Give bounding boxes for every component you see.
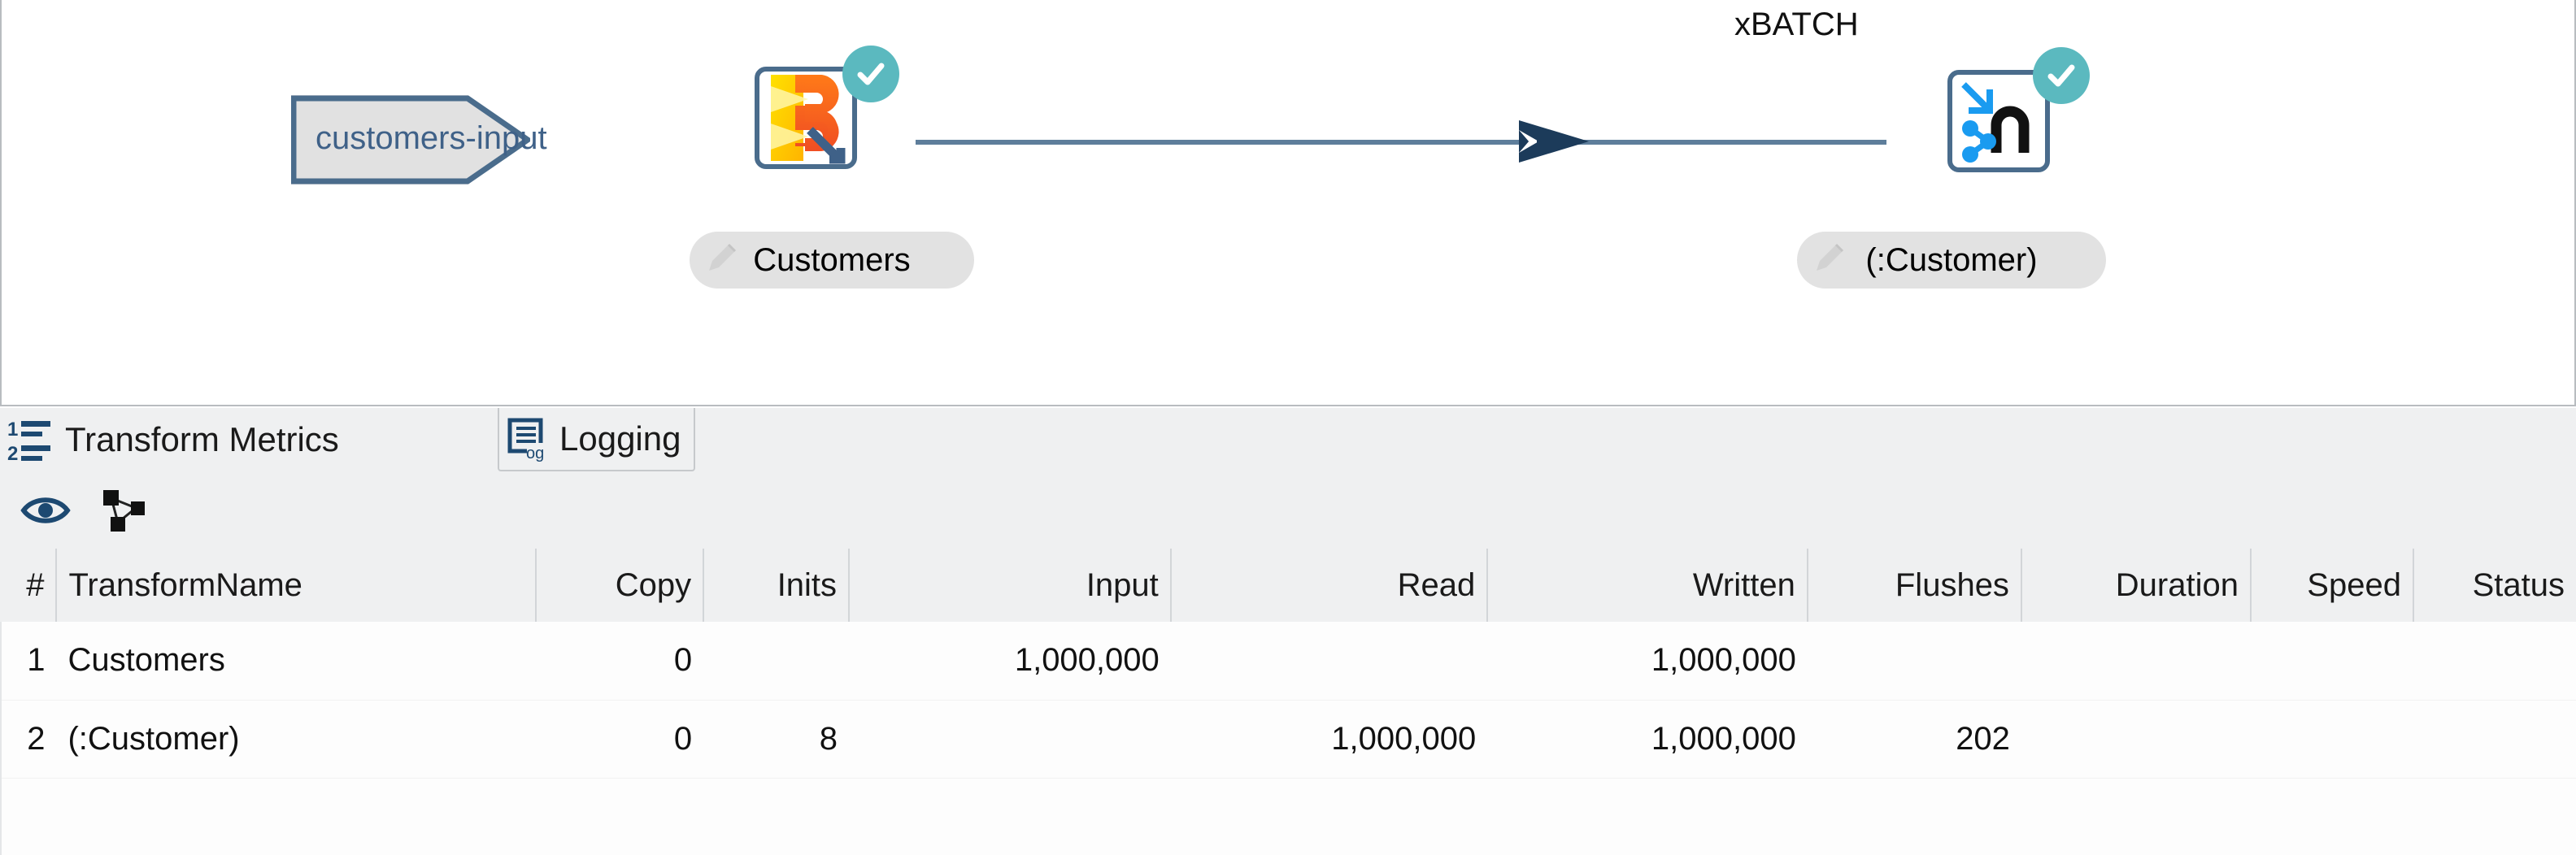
table-header-speed[interactable]: Speed [2251, 549, 2414, 622]
cell-copy: 0 [535, 700, 704, 779]
cell-written: 1,000,000 [1487, 622, 1808, 701]
cell-transform_name: (:Customer) [56, 700, 536, 779]
xbatch-label: xBATCH [1734, 7, 1859, 42]
show-inactive-button[interactable] [18, 483, 73, 538]
pencil-icon [709, 243, 737, 271]
graph-network-icon [103, 489, 145, 532]
customers-input-shape[interactable] [291, 95, 530, 184]
tab-logging-label: Logging [559, 419, 681, 458]
table-header-num[interactable]: # [0, 549, 58, 622]
cell-input [849, 700, 1171, 779]
hop-connector-line[interactable] [916, 140, 1886, 145]
graph-view-button[interactable] [96, 483, 151, 538]
cell-input: 1,000,000 [849, 622, 1171, 701]
table-header-written[interactable]: Written [1487, 549, 1808, 622]
cell-read [1170, 622, 1488, 701]
status-check-badge-customers [842, 46, 899, 102]
cell-duration [2021, 700, 2251, 779]
cell-status [2413, 622, 2576, 701]
table-header-read[interactable]: Read [1170, 549, 1489, 622]
eye-icon [20, 497, 71, 523]
table-header-inits[interactable]: Inits [703, 549, 851, 622]
cell-num: 2 [0, 700, 57, 779]
node-name-pill-customer-output[interactable]: (:Customer) [1797, 232, 2106, 289]
numbered-list-icon: 1 2 [7, 419, 50, 465]
table-header-duration[interactable]: Duration [2021, 549, 2252, 622]
table-left-border [0, 622, 2, 855]
cell-transform_name: Customers [56, 622, 536, 701]
tab-transform-metrics-label: Transform Metrics [65, 420, 339, 458]
customers-input-outline [291, 95, 530, 184]
cell-flushes [1807, 622, 2021, 701]
cell-speed [2251, 700, 2413, 779]
cell-num: 1 [0, 622, 57, 701]
cell-inits [703, 622, 850, 701]
cell-copy: 0 [535, 622, 704, 701]
pencil-icon [1817, 243, 1844, 271]
svg-text:og: og [526, 445, 544, 462]
neo4j-output-icon [1952, 75, 2045, 167]
tab-logging[interactable]: og Logging [498, 408, 696, 471]
node-name-pill-customers[interactable]: Customers [690, 232, 974, 289]
customers-input-label: customers-input [315, 120, 547, 156]
cell-speed [2251, 622, 2413, 701]
pipeline-canvas[interactable] [0, 0, 2576, 406]
apache-beam-icon [759, 72, 852, 164]
cell-status [2413, 700, 2576, 779]
cell-read: 1,000,000 [1170, 700, 1488, 779]
cell-duration [2021, 622, 2251, 701]
cell-flushes: 202 [1807, 700, 2021, 779]
cell-written: 1,000,000 [1487, 700, 1808, 779]
node-name-label-customers: Customers [753, 241, 911, 278]
metrics-toolbar [0, 471, 2576, 549]
table-header-input[interactable]: Input [849, 549, 1172, 622]
status-check-badge-customer-output [2033, 47, 2090, 104]
tab-transform-metrics[interactable]: 1 2 Transform Metrics [0, 408, 352, 471]
node-name-label-customer-output: (:Customer) [1865, 241, 2038, 278]
transform-node-customer-output[interactable] [1947, 70, 2050, 172]
canvas-left-edge [0, 0, 2, 406]
svg-text:1: 1 [7, 419, 18, 441]
log-document-icon: og [507, 418, 546, 462]
table-header-copy[interactable]: Copy [535, 549, 705, 622]
cell-inits: 8 [703, 700, 850, 779]
table-header-status[interactable]: Status [2413, 549, 2576, 622]
table-header-flushes[interactable]: Flushes [1807, 549, 2022, 622]
table-header-transform_name[interactable]: TransformName [56, 549, 537, 622]
bottom-panel-tabstrip: 1 2 Transform Metrics og Logging [0, 408, 2576, 471]
transform-node-customers[interactable] [755, 67, 857, 169]
svg-text:2: 2 [7, 443, 18, 465]
